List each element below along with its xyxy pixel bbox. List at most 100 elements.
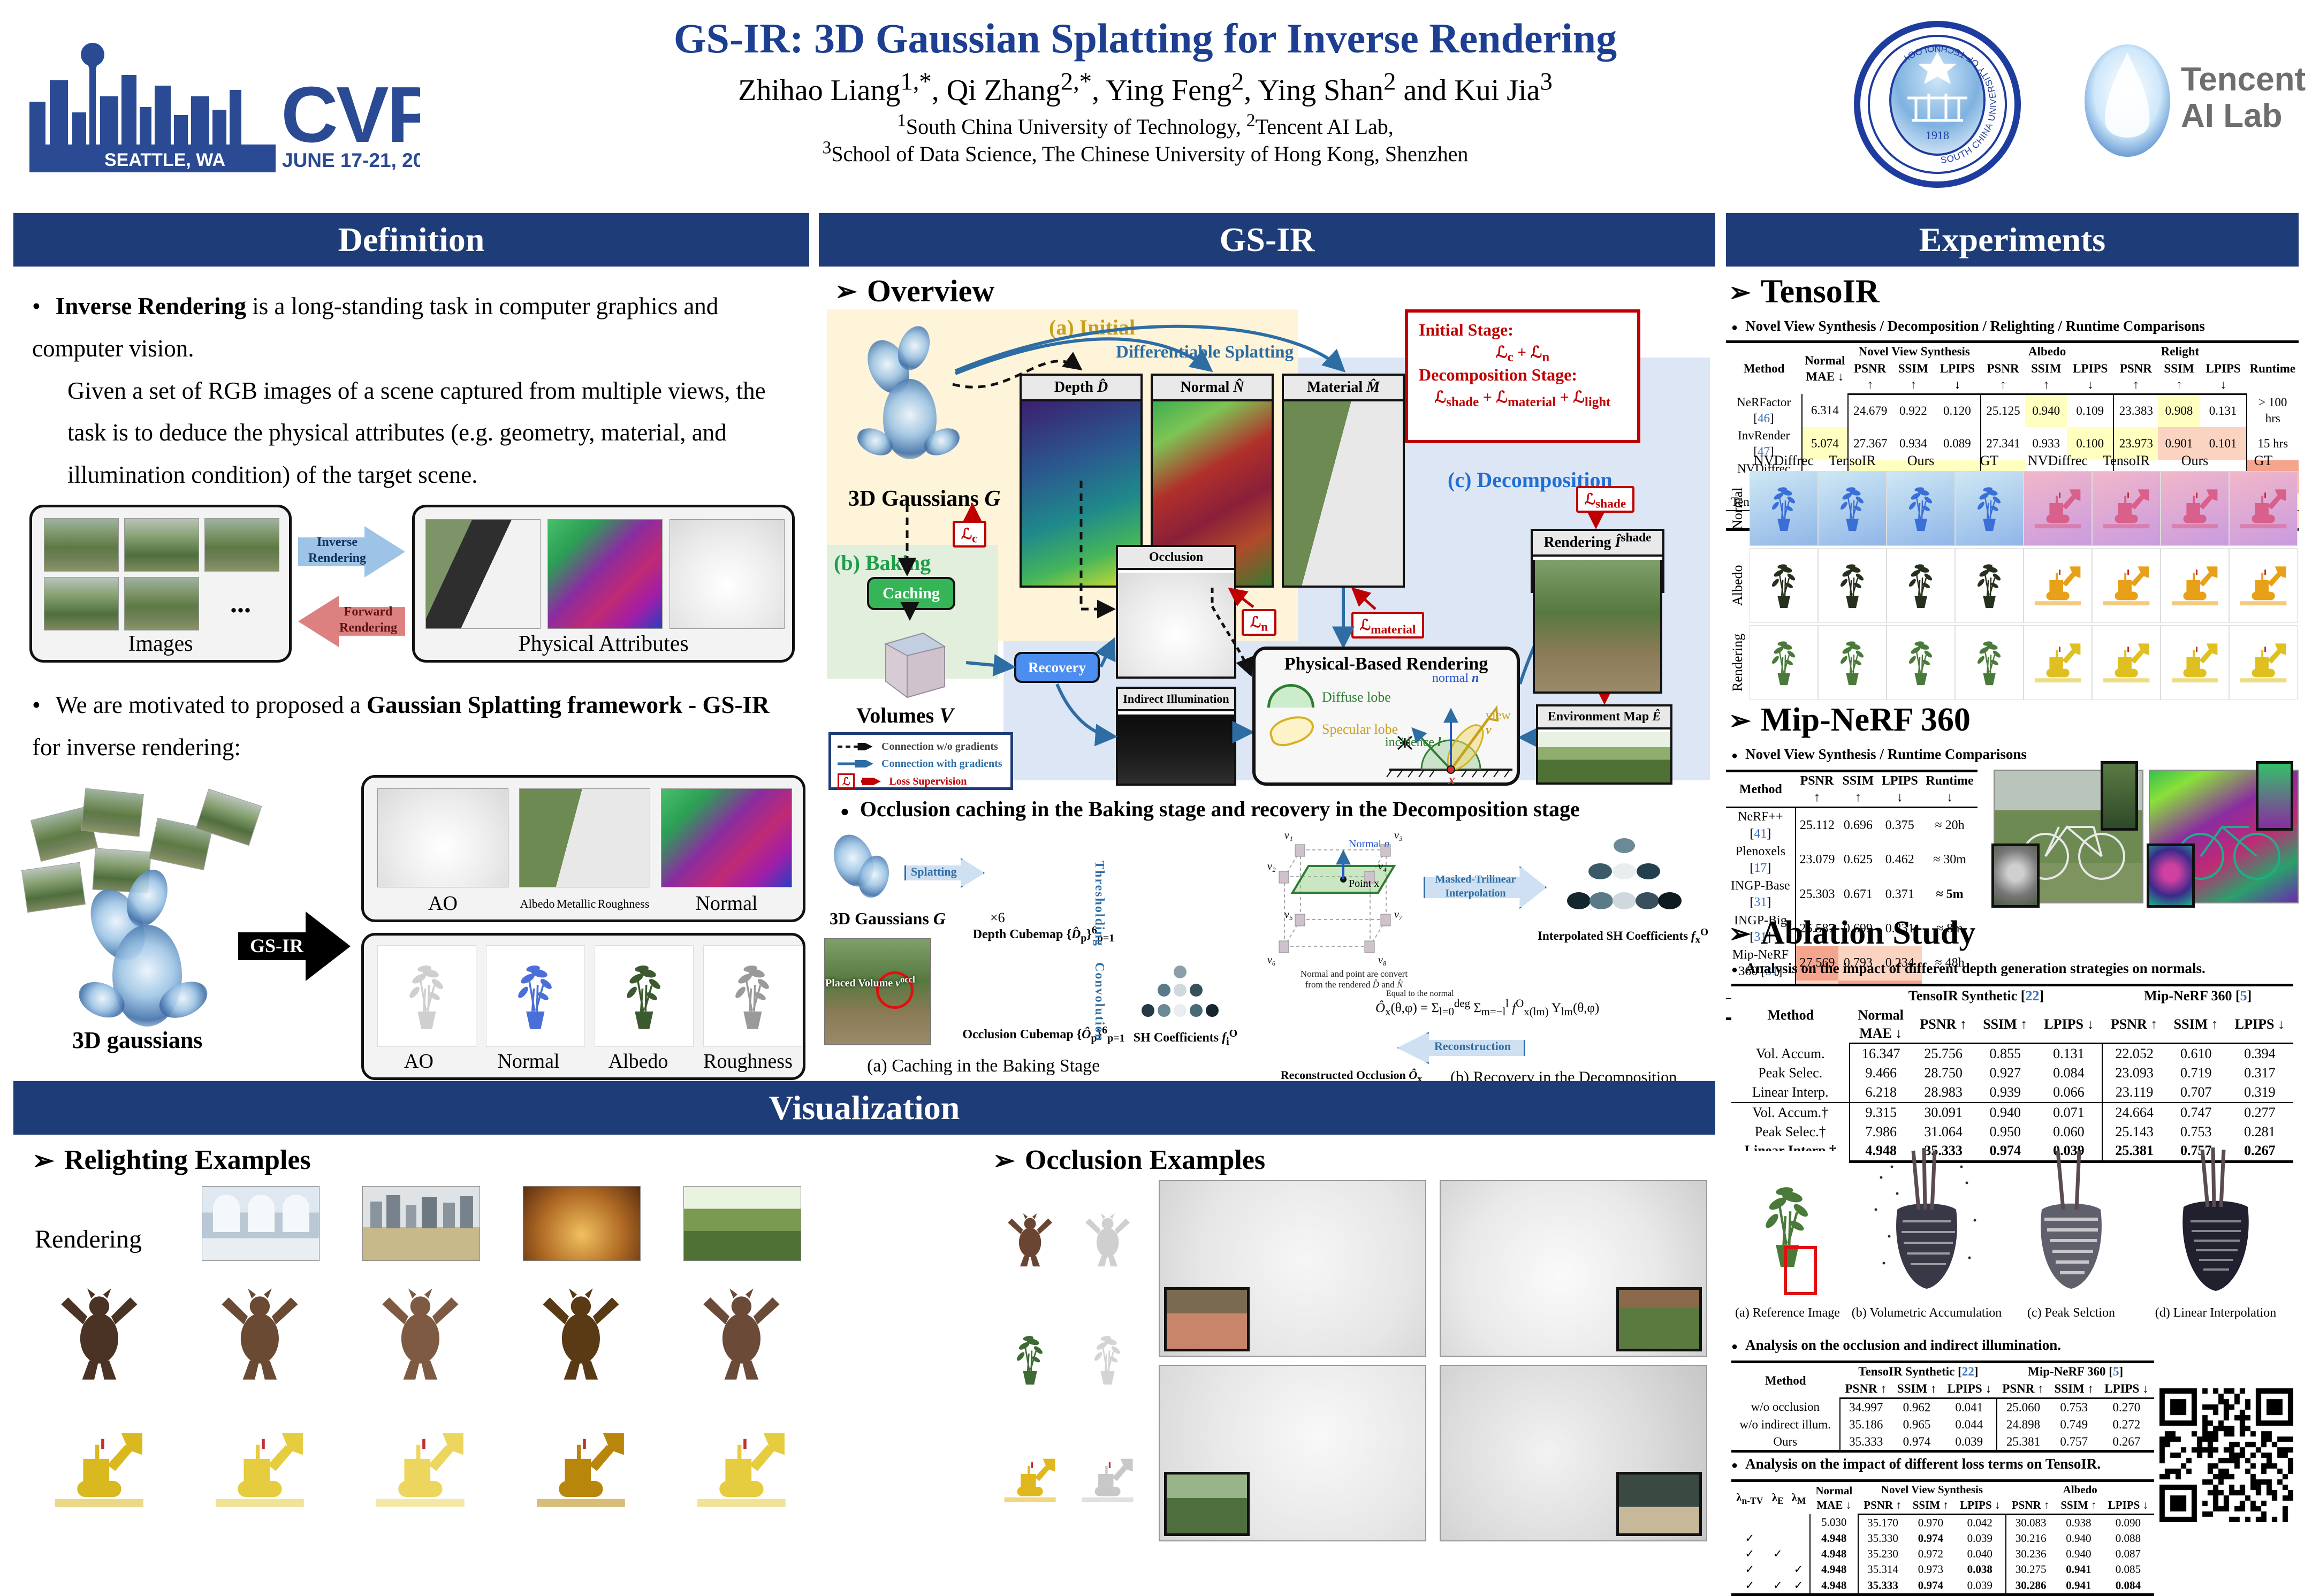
indirect-illumination-panel: Indirect Illumination xyxy=(1116,687,1236,786)
grid-cell-albedo xyxy=(2161,548,2229,623)
input-photo xyxy=(204,518,279,572)
relight-lego xyxy=(351,1405,490,1533)
occl-scene-livingroom xyxy=(1440,1365,1707,1541)
pointcloud-linear xyxy=(2149,1145,2283,1306)
affiliation-1: 1South China University of Technology, 2… xyxy=(897,110,1394,139)
normal-label: Normal xyxy=(695,892,758,915)
grid-col-label: GT xyxy=(1980,453,1999,468)
scene-inset xyxy=(1616,1472,1702,1536)
rendering-image xyxy=(1533,560,1662,694)
grid-cell-albedo xyxy=(1955,548,2024,623)
vertex-labels: v₁ v₃ v₂ v₄ v₅ v₇ v₆ v₈ xyxy=(1267,830,1403,966)
grid-cell-normal xyxy=(2092,471,2161,546)
normal-map xyxy=(547,519,663,629)
grid-cell-albedo xyxy=(1887,548,1955,623)
page-title: GS-IR: 3D Gaussian Splatting for Inverse… xyxy=(673,15,1617,62)
normal-map xyxy=(661,788,792,887)
ao-label: AO xyxy=(404,1050,434,1073)
specular-lobe-label: Specular lobe xyxy=(1322,721,1398,737)
grid-cell-albedo xyxy=(1818,548,1887,623)
geometry-map xyxy=(425,519,541,629)
images-box: ... Images xyxy=(29,505,292,663)
grid-cell-normal xyxy=(1955,471,2024,546)
mipnerf-heading: ➢ Mip-NeRF 360 xyxy=(1729,702,1971,738)
svg-text:SEATTLE, WA: SEATTLE, WA xyxy=(104,150,225,170)
occl-lego-ao xyxy=(1070,1424,1145,1536)
pbr-title: Physical-Based Rendering xyxy=(1284,654,1488,674)
arrow-bullet-icon: ➢ xyxy=(1729,277,1751,307)
occlusion-cubemap xyxy=(1003,954,1073,1024)
input-photo xyxy=(44,577,119,630)
x-label: x xyxy=(1448,772,1455,787)
loss-n-chip: ℒn xyxy=(1242,609,1277,636)
occlusion-cubemap-label: Occlusion Cubemap {Ôp}6p=1 xyxy=(962,1024,1125,1044)
plant-albedo xyxy=(595,945,694,1047)
bullet-icon: • xyxy=(32,691,41,718)
envmap-museum xyxy=(202,1186,320,1261)
relight-lego xyxy=(29,1405,169,1533)
grid-col-label: GT xyxy=(2254,453,2273,468)
grid-cell-rendering xyxy=(1818,625,1887,700)
ablation-bullet-1: ●Analysis on the impact of different dep… xyxy=(1731,960,2205,976)
input-photo xyxy=(124,518,199,572)
arrow-bullet-icon: ➢ xyxy=(1729,705,1751,735)
grid-cell-rendering xyxy=(2161,625,2229,700)
thresholding-label: Thresholding xyxy=(1092,861,1106,947)
overview-diagram: (a) Initial (b) Baking (c) Decomposition… xyxy=(819,309,1715,791)
interpolation-cube xyxy=(1279,844,1396,953)
plant-ao xyxy=(377,945,476,1047)
arrow-bullet-icon: ➢ xyxy=(993,1145,1015,1175)
ellipsis: ... xyxy=(230,588,251,619)
interpolated-sh-label: Interpolated SH Coefficients fxO xyxy=(1538,926,1708,946)
ao-label: AO xyxy=(428,892,458,915)
reference-image xyxy=(1726,1151,1849,1301)
input-photo xyxy=(44,518,119,572)
gsir-band: GS-IR xyxy=(819,213,1715,267)
tencent-droplet-icon xyxy=(2085,44,2170,157)
scene-inset xyxy=(1616,1287,1702,1351)
3d-gaussians-label: 3D gaussians xyxy=(72,1027,203,1053)
grid-row-label: Albedo xyxy=(1730,565,1745,606)
grid-cell-normal xyxy=(1818,471,1887,546)
scut-logo: 1918 SOUTH CHINA UNIVERSITY OF TECHNOLOG… xyxy=(1852,19,2023,190)
environment-map-panel: Environment Map Ê xyxy=(1536,704,1672,785)
physical-attributes-caption: Physical Attributes xyxy=(518,632,689,656)
relight-armadillo xyxy=(511,1268,650,1397)
definition-bullet-1: •Inverse Rendering is a long-standing ta… xyxy=(32,293,766,488)
input-photo xyxy=(124,577,199,630)
tencent-word-2: AI Lab xyxy=(2181,97,2283,135)
3d-gaussians-label: 3D Gaussians G xyxy=(830,909,946,928)
experiments-column: Experiments ➢ TensoIR ●Novel View Synthe… xyxy=(1726,213,2299,1596)
relight-lego xyxy=(511,1405,650,1533)
legend-wo-gradients: Connection w/o gradients xyxy=(881,740,998,753)
grid-col-label: TensoIR xyxy=(2103,453,2150,468)
envmap-forest xyxy=(683,1186,801,1261)
loss-material-chip: ℒmaterial xyxy=(1351,612,1425,639)
bike-normal-inset-wheel xyxy=(2147,843,2195,908)
bike-normal-inset-plant xyxy=(2256,761,2293,831)
poster-header: SEATTLE, WA CVPR JUNE 17-21, 2024 GS-IR:… xyxy=(0,0,2312,212)
grid-cell-rendering xyxy=(1955,625,2024,700)
capture-photo xyxy=(21,862,86,913)
depth-cubemap-label: Depth Cubemap {D̂p}6p=1 xyxy=(972,924,1115,944)
affiliation-2: 3School of Data Science, The Chinese Uni… xyxy=(822,138,1469,166)
occl-armadillo-color xyxy=(993,1183,1068,1295)
relight-armadillo xyxy=(29,1268,169,1397)
physical-attributes-box: Physical Attributes xyxy=(412,505,795,663)
occlusion-panel: Occlusion xyxy=(1116,545,1236,679)
shading-geometry xyxy=(1386,705,1512,778)
grid-cell-rendering xyxy=(1887,625,1955,700)
bike-inset-wheel xyxy=(1991,843,2040,908)
relight-armadillo xyxy=(190,1268,329,1397)
capture-photo xyxy=(81,788,144,837)
grid-row-label: Normal xyxy=(1730,487,1745,530)
grid-cell-normal xyxy=(2229,471,2298,546)
cube-point-label: Point x xyxy=(1349,878,1380,890)
occlusion-caching-bullet: ● Occlusion caching in the Baking stage … xyxy=(840,797,1580,821)
pointcloud-volumetric xyxy=(1860,1145,1994,1306)
grid-cell-rendering xyxy=(2092,625,2161,700)
